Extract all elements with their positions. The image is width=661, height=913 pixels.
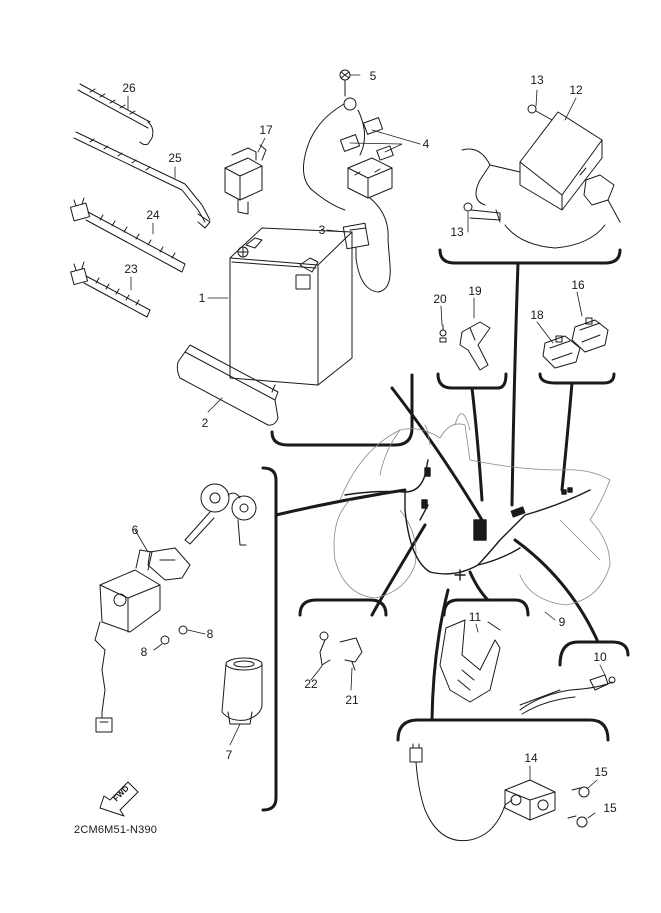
fuse-3	[343, 223, 390, 292]
battery-section-bracket	[272, 375, 412, 445]
bracket-19	[440, 322, 490, 370]
callout-20: 20	[433, 292, 447, 306]
callout-7: 7	[225, 748, 233, 762]
diagram-code: 2CM6M51-N390	[74, 824, 158, 836]
sensor10-section-bracket	[560, 642, 628, 665]
connector-18	[543, 336, 580, 368]
callout-6: 6	[131, 523, 139, 537]
callout-4: 4	[422, 137, 430, 151]
sensor-lead-9	[520, 675, 615, 714]
callout-15-bottom: 15	[603, 801, 617, 815]
callout-22: 22	[304, 677, 318, 691]
module-12	[462, 105, 620, 248]
cover-7	[222, 658, 262, 724]
callout-25: 25	[168, 151, 182, 165]
bracket16-section-bracket	[540, 374, 614, 383]
connector-16	[572, 318, 608, 352]
main-switch-6	[95, 484, 256, 732]
fuse-holder-4	[303, 70, 393, 240]
callout-26: 26	[122, 81, 136, 95]
callout-16: 16	[571, 278, 585, 292]
callout-21: 21	[345, 693, 359, 707]
leader-11	[470, 572, 488, 600]
callout-18: 18	[530, 308, 544, 322]
bracket-21	[320, 632, 362, 670]
cable-band-26	[78, 84, 153, 145]
leader-14	[432, 590, 448, 720]
callout-5: 5	[369, 69, 377, 83]
relay-section-bracket	[440, 250, 620, 263]
section-brackets	[263, 250, 628, 810]
fwd-arrow-icon	[100, 782, 138, 816]
callout-8-left: 8	[140, 645, 148, 659]
callout-10: 10	[593, 650, 607, 664]
section-leaders	[276, 263, 598, 720]
callout-8-right: 8	[206, 627, 214, 641]
cable-band-25	[74, 132, 210, 228]
bracket11-section-bracket	[444, 600, 528, 615]
sensor14-section-bracket	[398, 720, 608, 740]
leader-relay	[512, 263, 518, 505]
callout-23: 23	[124, 262, 138, 276]
callout-3: 3	[318, 223, 326, 237]
relay-17	[225, 145, 266, 214]
main-wire-harness	[345, 460, 590, 580]
bracket19-section-bracket	[438, 374, 506, 388]
sensor-14	[410, 744, 589, 841]
callout-12: 12	[569, 83, 583, 97]
bracket-11	[440, 620, 500, 702]
ignition-section-bracket	[263, 468, 276, 810]
callout-13-top: 13	[530, 73, 544, 87]
leader-ignition	[276, 490, 405, 515]
battery-band-2	[177, 345, 278, 425]
battery-1	[230, 228, 352, 385]
callout-24: 24	[146, 208, 160, 222]
callout-17: 17	[259, 123, 273, 137]
callout-9: 9	[558, 615, 566, 629]
leader-19	[472, 388, 482, 500]
bracket21-section-bracket	[300, 600, 386, 615]
callout-15-top: 15	[594, 765, 608, 779]
callout-leaders	[128, 75, 605, 818]
cable-tie-23	[71, 262, 150, 317]
leader-10	[515, 540, 598, 642]
leader-battery	[392, 388, 482, 520]
callout-14: 14	[524, 751, 538, 765]
callout-2: 2	[201, 416, 209, 430]
callout-11: 11	[468, 610, 482, 624]
callout-19: 19	[468, 284, 482, 298]
cable-tie-24	[70, 198, 185, 272]
leader-16	[562, 383, 572, 490]
motorcycle-silhouette	[334, 414, 610, 605]
callout-1: 1	[198, 291, 206, 305]
leader-21	[372, 525, 425, 615]
callout-13-bottom: 13	[450, 225, 464, 239]
